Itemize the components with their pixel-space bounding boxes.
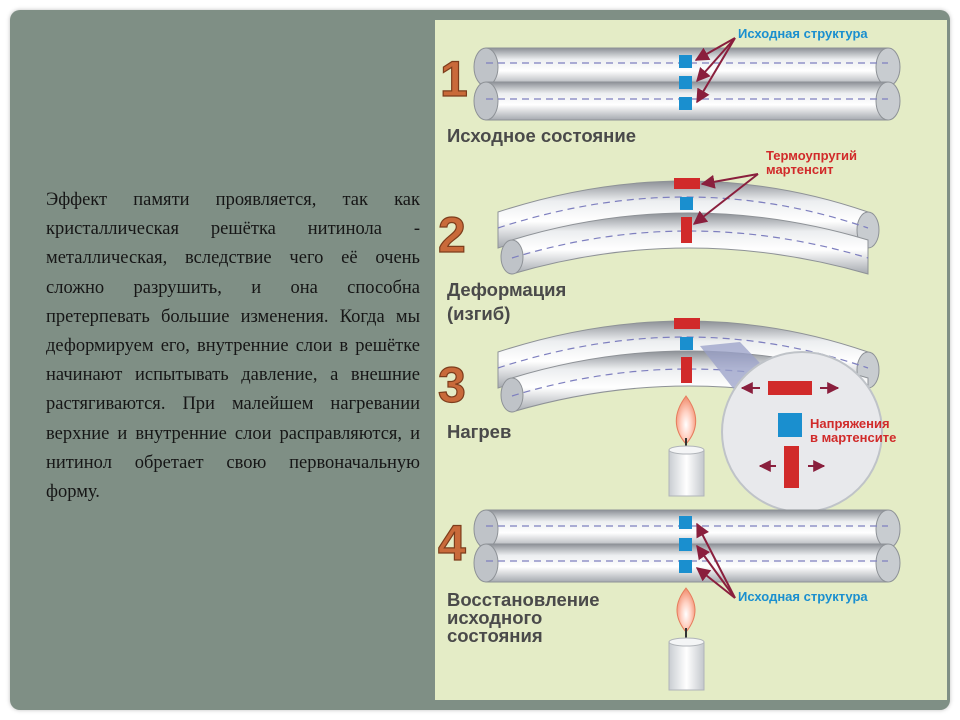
step-4-number: 4: [438, 515, 466, 571]
compressed-cell: [674, 178, 700, 189]
magnified-stretched-cell: [784, 446, 799, 488]
callout-arrow: [694, 37, 736, 61]
step-3-callout-line1: Напряжения: [810, 416, 890, 431]
structure-cell: [680, 197, 693, 210]
step-1-number: 1: [440, 51, 468, 107]
callout-arrow: [700, 173, 759, 189]
structure-cell: [679, 76, 692, 89]
callout-arrow: [696, 37, 736, 104]
callout-arrow: [695, 567, 736, 599]
step-2-number: 2: [438, 207, 466, 263]
structure-cell: [679, 516, 692, 529]
step-1-label: Исходное состояние: [447, 125, 636, 146]
body-text: Эффект памяти проявляется, так как крист…: [46, 190, 420, 503]
step-4-label-line3: состояния: [447, 625, 543, 646]
callout-arrow: [696, 37, 736, 83]
callout-arrow: [696, 544, 736, 599]
magnified-structure-cell: [778, 413, 802, 437]
compressed-cell: [674, 318, 700, 329]
stretched-cell: [681, 217, 692, 243]
candle: [668, 587, 705, 691]
structure-cell: [679, 97, 692, 110]
step-2-callout-line1: Термоупругий: [766, 148, 857, 163]
structure-cell: [680, 337, 693, 350]
structure-cell: [679, 55, 692, 68]
step-3: 3 Напряжения в мартенсите: [437, 318, 896, 513]
stretched-cell: [681, 357, 692, 383]
magnified-compressed-cell: [768, 381, 812, 395]
callout-arrow: [696, 522, 736, 599]
step-1: 1 Исходная структура Исходное состояние: [439, 26, 901, 146]
callout-arrow: [692, 173, 759, 225]
step-2-label-line2: (изгиб): [447, 303, 510, 324]
step-4-label-line2: исходного: [447, 607, 542, 628]
step-4: 4 Исходная структура Восстановление ис: [437, 509, 901, 691]
step-2-tube-front: [500, 212, 869, 275]
step-3-label: Нагрев: [447, 421, 511, 442]
structure-cell: [679, 538, 692, 551]
step-1-callout: Исходная структура: [738, 26, 868, 41]
step-3-callout-line2: в мартенсите: [810, 430, 896, 445]
step-2-label-line1: Деформация: [447, 279, 566, 300]
step-2-callout-line2: мартенсит: [766, 162, 833, 177]
step-3-number: 3: [438, 357, 466, 413]
structure-cell: [679, 560, 692, 573]
candle: [668, 395, 705, 497]
nitinol-shape-memory-diagram: 1 Исходная структура Исходное состояние …: [435, 20, 947, 700]
step-4-callout: Исходная структура: [738, 589, 868, 604]
step-4-label-line1: Восстановление: [447, 589, 600, 610]
step-2: 2 Термоупругий мартенсит Деформация (изг…: [437, 148, 880, 324]
